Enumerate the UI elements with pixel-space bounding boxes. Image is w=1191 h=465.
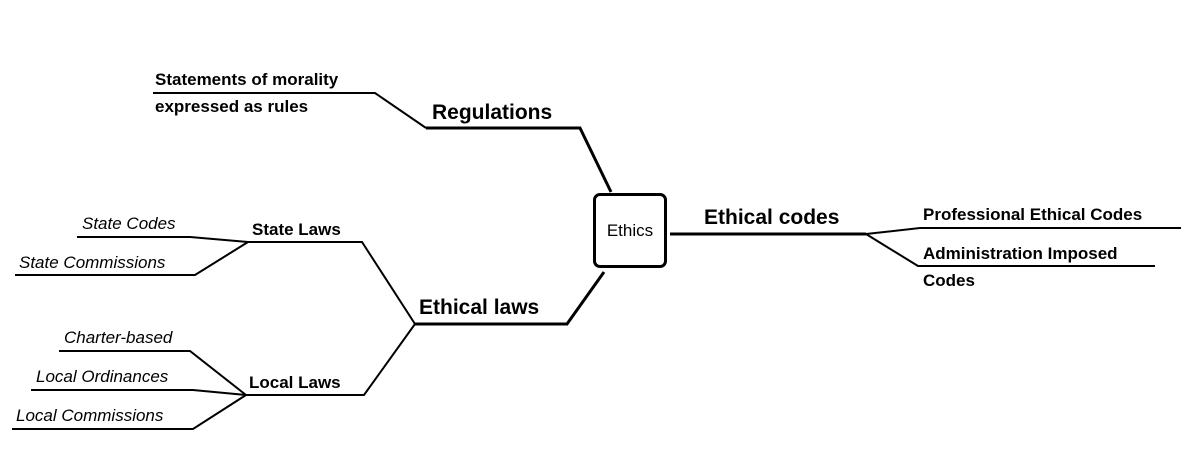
administration-imposed-line-2: Codes (923, 271, 975, 290)
connector-administration-codes (865, 233, 1155, 267)
connector-local-ordinances (31, 389, 247, 396)
branch-ethical-codes: Ethical codes (704, 206, 840, 229)
connector-local-laws (246, 323, 416, 396)
connector-morality-statements (153, 92, 427, 129)
regulations-child-line-2: expressed as rules (155, 97, 309, 116)
node-state-laws: State Laws (252, 220, 341, 239)
connector-ethical-laws (415, 271, 606, 326)
administration-imposed-line-1: Administration Imposed (923, 244, 1118, 263)
leaf-charter-based: Charter-based (64, 328, 173, 347)
regulations-child-line-1: Statements of morality (155, 70, 339, 89)
leaf-local-ordinances: Local Ordinances (36, 367, 169, 386)
node-local-laws: Local Laws (249, 373, 341, 392)
center-node-ethics: Ethics (593, 193, 667, 268)
connector-professional-codes (865, 227, 1181, 235)
center-node-label: Ethics (606, 220, 654, 240)
professional-ethical-codes: Professional Ethical Codes (923, 205, 1143, 224)
leaf-state-commissions: State Commissions (19, 253, 166, 272)
connector-state-commissions (15, 241, 249, 276)
branch-ethical-laws: Ethical laws (419, 296, 540, 319)
connector-state-laws (248, 241, 416, 325)
connector-state-codes (77, 236, 249, 243)
leaf-local-commissions: Local Commissions (16, 406, 164, 425)
connector-local-commissions (12, 394, 247, 430)
connector-charter-based (59, 350, 247, 396)
leaf-state-codes: State Codes (82, 214, 176, 233)
branch-regulations: Regulations (432, 101, 553, 124)
connector-regulations (426, 126, 613, 193)
